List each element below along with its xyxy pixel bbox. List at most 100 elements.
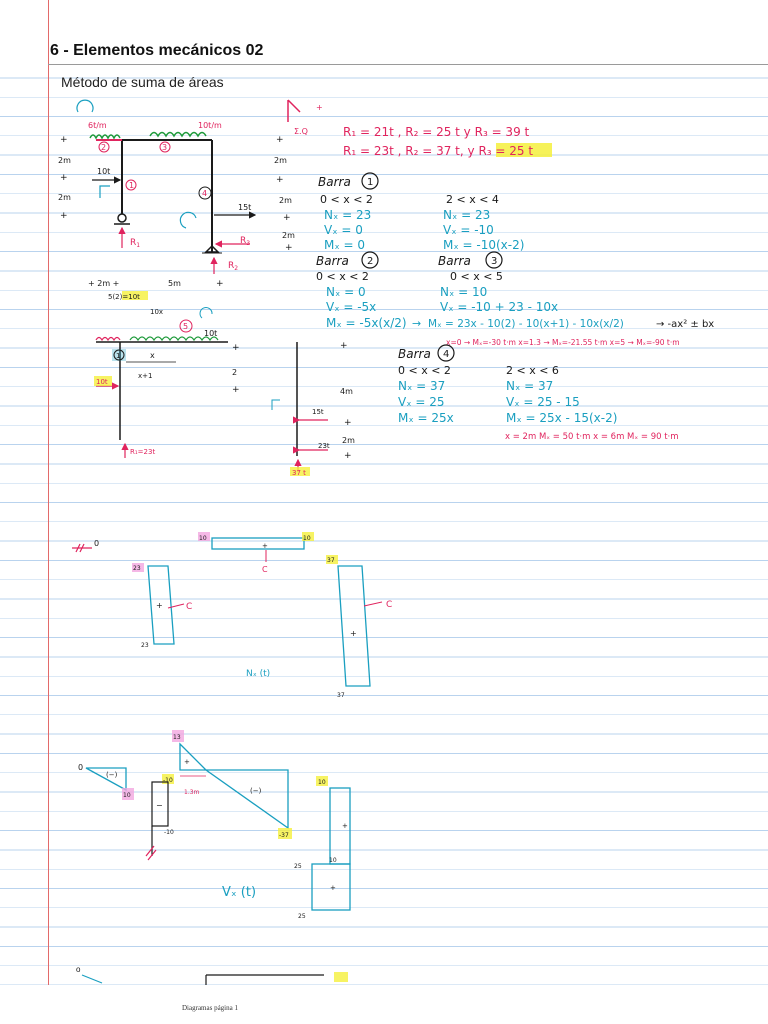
barra-1-title: Barra [318, 175, 351, 189]
svg-text:10x: 10x [150, 308, 163, 316]
svg-text:-10: -10 [164, 829, 174, 836]
svg-text:Mₓ = 0: Mₓ = 0 [324, 238, 365, 252]
partial-next-diagram: o [76, 965, 348, 985]
svg-text:→ -ax² ± bx: → -ax² ± bx [656, 319, 714, 330]
svg-text:10: 10 [329, 857, 337, 864]
reaction-r3: R3 [240, 236, 250, 247]
barra-1: Barra 1 0 < x < 2 2 < x < 4 Nₓ = 23 Vₓ =… [318, 172, 524, 252]
svg-text:10t: 10t [96, 378, 108, 386]
svg-text:+: + [344, 451, 352, 461]
member-1-label: 1 [129, 181, 134, 190]
svg-text:x: x [150, 351, 155, 360]
svg-text:10t: 10t [204, 329, 217, 338]
member-3-label: 3 [162, 143, 167, 152]
shear-force-diagram: 0 (−) 10 13 + (−) 1.3m -10 -37 − -10 10 … [78, 730, 351, 920]
reaction-r2: R2 [228, 261, 238, 272]
svg-text:+: + [283, 213, 291, 223]
svg-text:Vₓ = 0: Vₓ = 0 [324, 223, 363, 237]
svg-text:R₁=23t: R₁=23t [130, 448, 155, 456]
svg-text:Nₓ = 37: Nₓ = 37 [506, 379, 553, 393]
svg-text:0 < x < 2: 0 < x < 2 [398, 364, 451, 377]
svg-text:Nₓ = 23: Nₓ = 23 [324, 208, 371, 222]
svg-text:→: → [412, 317, 421, 330]
svg-text:Mₓ = 25x: Mₓ = 25x [398, 411, 454, 425]
barra-2: Barra 2 0 < x < 2 Nₓ = 0 Vₓ = -5x Mₓ = -… [316, 251, 407, 330]
svg-text:+: + [330, 884, 336, 892]
svg-text:10: 10 [199, 535, 207, 542]
axial-caption: Nₓ (t) [246, 669, 270, 679]
svg-text:2: 2 [232, 368, 237, 377]
svg-text:+: + [342, 822, 348, 830]
svg-text:+: + [184, 758, 190, 766]
reactions-block: R₁ = 21t , R₂ = 25 t y R₃ = 39 t R₁ = 23… [343, 125, 552, 158]
svg-text:+: + [60, 211, 68, 221]
svg-text:0: 0 [94, 539, 99, 548]
barra-3-moments: x=0 → Mₓ=-30 t·m x=1.3 → Mₓ=-21.55 t·m x… [446, 338, 680, 347]
sum-fy-marker [287, 99, 301, 122]
svg-text:Σ.Q: Σ.Q [294, 127, 308, 136]
margin-line [48, 0, 49, 985]
force-10t: 10t [97, 167, 110, 176]
reactions-line-1: R₁ = 21t , R₂ = 25 t y R₃ = 39 t [343, 125, 530, 139]
svg-text:25: 25 [294, 863, 302, 870]
svg-text:37: 37 [327, 557, 335, 564]
svg-text:10: 10 [303, 535, 311, 542]
svg-text:Nₓ = 23: Nₓ = 23 [443, 208, 490, 222]
svg-text:+: + [232, 385, 240, 395]
svg-text:10: 10 [123, 792, 131, 799]
svg-text:+: + [232, 343, 240, 353]
reactions-line-2: R₁ = 23t , R₂ = 37 t, y R₃ = 25 t [343, 144, 533, 158]
frame-sketch: 6t/m 10t/m 2 3 1 4 10t 15t R1 R3 R2 2m 2… [58, 99, 323, 289]
svg-text:(−): (−) [106, 771, 118, 779]
svg-text:0: 0 [78, 763, 83, 772]
svg-text:+: + [350, 629, 357, 638]
dim-bottom-1: + 2m + [88, 279, 119, 288]
barra-4: Barra 4 0 < x < 2 2 < x < 6 Nₓ = 37 Vₓ =… [398, 344, 679, 442]
svg-text:1: 1 [367, 177, 373, 188]
svg-text:4m: 4m [340, 387, 353, 396]
svg-text:Vₓ = 25: Vₓ = 25 [398, 395, 445, 409]
barra-3: Barra 3 0 < x < 5 Nₓ = 10 Vₓ = -10 + 23 … [412, 251, 714, 347]
barra-1-range-b: 2 < x < 4 [446, 193, 499, 206]
svg-text:4: 4 [443, 349, 449, 360]
svg-text:Vₓ = -10 + 23 - 10x: Vₓ = -10 + 23 - 10x [440, 300, 558, 314]
load-coil-left [89, 134, 121, 140]
load-coil-right [149, 131, 207, 138]
svg-text:13: 13 [173, 734, 181, 741]
load-left-label: 6t/m [88, 121, 107, 130]
reaction-r1: R1 [130, 238, 140, 249]
svg-text:+: + [262, 542, 268, 550]
svg-text:Vₓ = -5x: Vₓ = -5x [326, 300, 376, 314]
svg-text:+: + [276, 175, 284, 185]
svg-text:Barra: Barra [316, 254, 349, 268]
dim-left-1: 2m [58, 156, 71, 165]
shear-caption: Vₓ (t) [222, 885, 256, 900]
page-footer: Diagramas página 1 [182, 1004, 238, 1012]
svg-text:C: C [186, 602, 192, 612]
page-title: 6 - Elementos mecánicos 02 [50, 42, 264, 59]
svg-text:+: + [344, 418, 352, 428]
axial-force-diagram: 0 10 10 + C 23 23 + C 37 37 + C Nₓ (t) [72, 532, 392, 699]
svg-text:0 < x < 2: 0 < x < 2 [316, 270, 369, 283]
force-15t: 15t [238, 203, 251, 212]
svg-text:25: 25 [298, 913, 306, 920]
svg-text:Nₓ = 0: Nₓ = 0 [326, 285, 366, 299]
svg-text:10: 10 [318, 779, 326, 786]
svg-text:37: 37 [337, 692, 345, 699]
page-header-area [0, 0, 768, 60]
member-4-label: 4 [202, 189, 207, 198]
barra-4-moments: x = 2m Mₓ = 50 t·m x = 6m Mₓ = 90 t·m [505, 432, 679, 442]
free-body-sketch: 5(2)=10t 10x 10t 5 1 x x+1 10t R₁=23t 2 … [94, 291, 355, 477]
svg-text:23t: 23t [318, 442, 330, 450]
dim-right-2: 2m [279, 196, 292, 205]
barra-1-range-a: 0 < x < 2 [320, 193, 373, 206]
svg-text:3: 3 [491, 256, 497, 267]
svg-text:+: + [156, 601, 163, 610]
svg-text:C: C [386, 600, 392, 610]
svg-text:x+1: x+1 [138, 372, 152, 380]
svg-text:2: 2 [367, 256, 373, 267]
svg-text:23: 23 [133, 565, 141, 572]
svg-text:+: + [60, 135, 68, 145]
